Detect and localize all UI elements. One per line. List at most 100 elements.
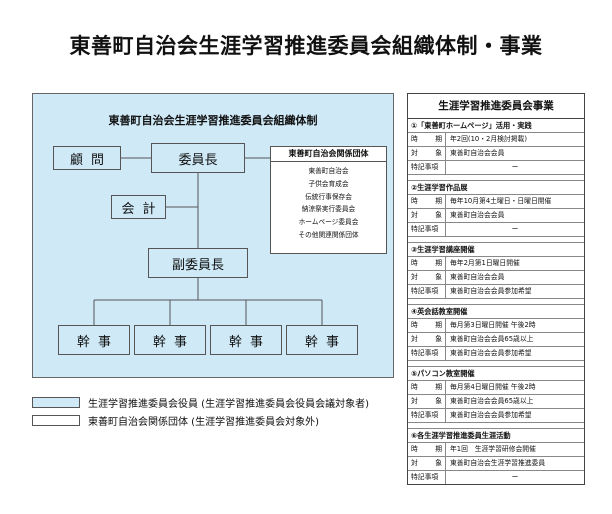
related-groups-box: 東善町自治会関係団体 東善町自治会 子供会育成会 伝統行事保存会 納涼祭実行委員… — [270, 146, 387, 254]
legend-item-groups: 東善町自治会関係団体 (生涯学習推進委員会対象外) — [32, 413, 319, 428]
row-label: 対象 — [408, 209, 446, 222]
page-title: 東善町自治会生涯学習推進委員会組織体制・事業 — [69, 34, 543, 58]
row-label-char: 対 — [411, 397, 418, 405]
org-connector-lines — [93, 157, 323, 325]
row-label: 時期 — [408, 257, 446, 270]
row-label: 時期 — [408, 381, 446, 394]
section-title: ③生涯学習講座開催 — [408, 243, 584, 257]
row-label-char: 象 — [435, 459, 442, 467]
row-value: 毎年2月第1日曜日開催 — [450, 259, 520, 267]
legend-text: 東善町自治会関係団体 (生涯学習推進委員会対象外) — [88, 417, 319, 428]
section-row-target: 対象東善町自治会生涯学習推進委員 — [408, 457, 584, 471]
row-value: 東善町自治会会員65歳以上 — [450, 335, 534, 343]
section-row-notes: 特記事項東善町自治会会員参加希望 — [408, 285, 584, 299]
vice-chair-box: 副委員長 — [148, 248, 248, 278]
schedule-section: ⑤パソコン教室開催時期毎月第4日曜日開催 午後2時対象東善町自治会会員65歳以上… — [408, 367, 584, 423]
section-title: ②生涯学習作品展 — [408, 181, 584, 195]
row-label: 特記事項 — [408, 285, 446, 298]
row-label-char: 時 — [411, 135, 418, 143]
row-label-char: 期 — [435, 445, 442, 453]
row-value: 年2回(10・2月検討掲載) — [450, 135, 527, 143]
row-label-char: 期 — [435, 135, 442, 143]
row-label: 時期 — [408, 133, 446, 146]
schedule-section: ⑥各生涯学習推進委員生涯活動時期年1回 生涯学習研修会開催対象東善町自治会生涯学… — [408, 429, 584, 484]
row-label-char: 対 — [411, 273, 418, 281]
row-label-char: 象 — [435, 149, 442, 157]
section-row-notes: 特記事項 ー — [408, 223, 584, 237]
legend-text: 生涯学習推進委員会役員 (生涯学習推進委員会役員会議対象者) — [88, 399, 369, 410]
row-label: 時期 — [408, 195, 446, 208]
related-group-item: その他関連関係団体 — [298, 230, 359, 239]
row-value: 年1回 生涯学習研修会開催 — [450, 445, 536, 453]
legend-swatch-blue — [32, 397, 80, 408]
row-label-char: 期 — [435, 383, 442, 391]
schedule-section: ③生涯学習講座開催時期毎年2月第1日曜日開催対象東善町自治会会員特記事項東善町自… — [408, 243, 584, 299]
section-row-time: 時期毎年10月第4土曜日・日曜日開催 — [408, 195, 584, 209]
row-label-char: 対 — [411, 335, 418, 343]
schedule-section: ①「東善町ホームページ」活用・実践時期年2回(10・2月検討掲載)対象東善町自治… — [408, 119, 584, 175]
schedule-body: ①「東善町ホームページ」活用・実践時期年2回(10・2月検討掲載)対象東善町自治… — [408, 119, 584, 484]
section-title: ①「東善町ホームページ」活用・実践 — [408, 119, 584, 133]
legend-item-officers: 生涯学習推進委員会役員 (生涯学習推進委員会役員会議対象者) — [32, 395, 369, 410]
advisor-box: 顧問 — [53, 146, 121, 170]
row-value: 毎月第3日曜日開催 午後2時 — [450, 321, 536, 329]
section-row-target: 対象東善町自治会会員65歳以上 — [408, 395, 584, 409]
row-value: ー — [511, 225, 519, 233]
row-value: 東善町自治会会員 — [450, 149, 505, 157]
row-label-char: 時 — [411, 383, 418, 391]
row-label: 対象 — [408, 395, 446, 408]
related-groups-list: 東善町自治会 子供会育成会 伝統行事保存会 納涼祭実行委員会 ホームページ委員会… — [271, 162, 386, 242]
section-spacer — [408, 175, 584, 181]
related-groups-heading: 東善町自治会関係団体 — [271, 147, 386, 162]
row-label: 特記事項 — [408, 223, 446, 236]
row-label: 特記事項 — [408, 161, 446, 174]
section-row-target: 対象東善町自治会会員 — [408, 209, 584, 223]
section-row-target: 対象東善町自治会会員65歳以上 — [408, 333, 584, 347]
accountant-box: 会計 — [111, 195, 166, 219]
chair-box: 委員長 — [151, 143, 245, 173]
section-spacer — [408, 423, 584, 429]
row-label-char: 時 — [411, 445, 418, 453]
row-value: 東善町自治会会員参加希望 — [450, 287, 532, 295]
section-spacer — [408, 299, 584, 305]
section-title: ⑤パソコン教室開催 — [408, 367, 584, 381]
section-spacer — [408, 361, 584, 367]
section-spacer — [408, 237, 584, 243]
org-chart: 東善町自治会生涯学習推進委員会組織体制 顧問 委員長 会計 副委員長 幹事 幹事… — [32, 93, 394, 378]
row-value: 東善町自治会会員参加希望 — [450, 349, 532, 357]
related-group-item: 納涼祭実行委員会 — [301, 205, 356, 214]
row-label-char: 象 — [435, 273, 442, 281]
row-label: 対象 — [408, 457, 446, 470]
row-label: 特記事項 — [408, 409, 446, 422]
related-group-item: ホームページ委員会 — [298, 218, 359, 227]
row-label-char: 時 — [411, 259, 418, 267]
secretary-box: 幹事 — [210, 325, 282, 355]
row-value: 東善町自治会会員 — [450, 211, 505, 219]
org-chart-title: 東善町自治会生涯学習推進委員会組織体制 — [108, 114, 318, 127]
row-value: ー — [511, 473, 519, 481]
row-label: 特記事項 — [408, 347, 446, 360]
section-row-time: 時期年2回(10・2月検討掲載) — [408, 133, 584, 147]
related-group-item: 東善町自治会 — [308, 167, 349, 175]
section-row-notes: 特記事項 ー — [408, 471, 584, 484]
schedule-table: 生涯学習推進委員会事業 ①「東善町ホームページ」活用・実践時期年2回(10・2月… — [407, 93, 585, 485]
related-group-item: 伝統行事保存会 — [305, 192, 352, 201]
row-value: 東善町自治会会員 — [450, 273, 505, 281]
row-label-char: 対 — [411, 459, 418, 467]
section-row-target: 対 象東善町自治会会員 — [408, 271, 584, 285]
row-value: 毎年10月第4土曜日・日曜日開催 — [450, 197, 552, 205]
section-title: ④英会話教室開催 — [408, 305, 584, 319]
section-row-time: 時期毎月第4日曜日開催 午後2時 — [408, 381, 584, 395]
secretary-box: 幹事 — [134, 325, 206, 355]
row-label: 対象 — [408, 333, 446, 346]
row-value: ー — [511, 163, 519, 171]
row-label: 特記事項 — [408, 471, 446, 484]
section-row-time: 時期毎月第3日曜日開催 午後2時 — [408, 319, 584, 333]
row-label-char: 期 — [435, 321, 442, 329]
schedule-heading: 生涯学習推進委員会事業 — [408, 94, 584, 119]
row-label-char: 象 — [435, 335, 442, 343]
secretary-box: 幹事 — [58, 325, 130, 355]
row-value: 東善町自治会生涯学習推進委員 — [450, 459, 546, 467]
row-value: 東善町自治会会員参加希望 — [450, 411, 532, 419]
row-label-char: 象 — [435, 211, 442, 219]
